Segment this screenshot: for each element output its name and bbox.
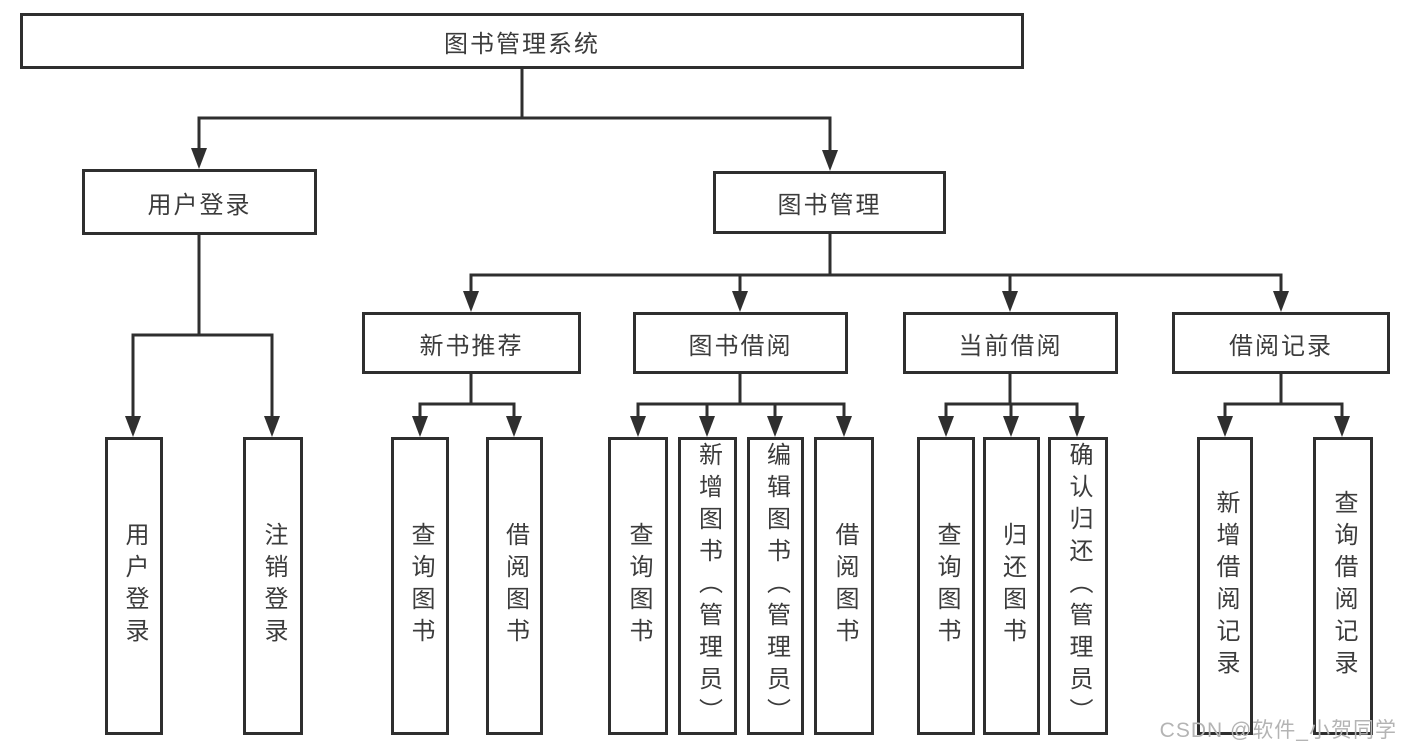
connector-new-book-recommend-children [418, 374, 516, 418]
connector-current-borrow-children [944, 374, 1079, 418]
leaf-bb-query-books: 查询图书 [608, 437, 668, 735]
leaf-bb-edit-book-admin: 编辑图书（管理员） [747, 437, 804, 735]
leaf-nbr-borrow-books-label: 借阅图书 [501, 522, 529, 650]
node-root-label: 图书管理系统 [444, 30, 600, 58]
leaf-cb-confirm-return-admin: 确认归还（管理员） [1048, 437, 1108, 735]
node-new-book-recommend-label: 新书推荐 [419, 332, 524, 360]
node-book-borrow: 图书借阅 [633, 312, 848, 374]
leaf-user-login-label: 用户登录 [121, 522, 148, 650]
connector-borrow-records-children [1223, 374, 1344, 418]
node-book-borrow-label: 图书借阅 [688, 332, 793, 360]
csdn-watermark: CSDN @软件_小贺同学 [1159, 719, 1397, 742]
leaf-bb-edit-book-admin-label: 编辑图书（管理员） [762, 442, 790, 730]
leaf-bb-add-book-admin-label: 新增图书（管理员） [694, 442, 722, 730]
leaf-cb-confirm-return-admin-label: 确认归还（管理员） [1065, 442, 1092, 730]
leaf-cb-query-books: 查询图书 [917, 437, 975, 735]
leaf-user-login: 用户登录 [105, 437, 163, 735]
leaf-bb-add-book-admin: 新增图书（管理员） [678, 437, 737, 735]
connector-root-to-level2 [197, 69, 832, 152]
node-user-login-label: 用户登录 [147, 191, 252, 219]
leaf-br-add-record: 新增借阅记录 [1197, 437, 1253, 735]
leaf-bb-borrow-books-label: 借阅图书 [831, 522, 858, 650]
connector-user-login-children [131, 235, 274, 418]
node-new-book-recommend: 新书推荐 [362, 312, 581, 374]
leaf-cb-return-books: 归还图书 [983, 437, 1040, 735]
leaf-br-add-record-label: 新增借阅记录 [1212, 490, 1239, 682]
node-borrow-records-label: 借阅记录 [1229, 332, 1333, 360]
node-root: 图书管理系统 [20, 13, 1024, 69]
connector-book-management-children [469, 234, 1283, 293]
node-book-management-label: 图书管理 [777, 192, 882, 219]
leaf-bb-borrow-books: 借阅图书 [814, 437, 874, 735]
leaf-cb-return-books-label: 归还图书 [998, 522, 1026, 650]
node-book-management: 图书管理 [713, 171, 946, 234]
node-borrow-records: 借阅记录 [1172, 312, 1390, 374]
leaf-logout: 注销登录 [243, 437, 303, 735]
node-current-borrow-label: 当前借阅 [958, 332, 1063, 360]
leaf-nbr-borrow-books: 借阅图书 [486, 437, 543, 735]
leaf-bb-query-books-label: 查询图书 [625, 522, 652, 650]
leaf-nbr-query-books-label: 查询图书 [407, 522, 434, 650]
node-user-login: 用户登录 [82, 169, 317, 235]
leaf-br-query-record: 查询借阅记录 [1313, 437, 1373, 735]
connector-book-borrow-children [636, 374, 846, 418]
node-current-borrow: 当前借阅 [903, 312, 1118, 374]
leaf-logout-label: 注销登录 [260, 522, 287, 650]
leaf-cb-query-books-label: 查询图书 [933, 522, 960, 650]
leaf-nbr-query-books: 查询图书 [391, 437, 449, 735]
leaf-br-query-record-label: 查询借阅记录 [1330, 490, 1357, 682]
